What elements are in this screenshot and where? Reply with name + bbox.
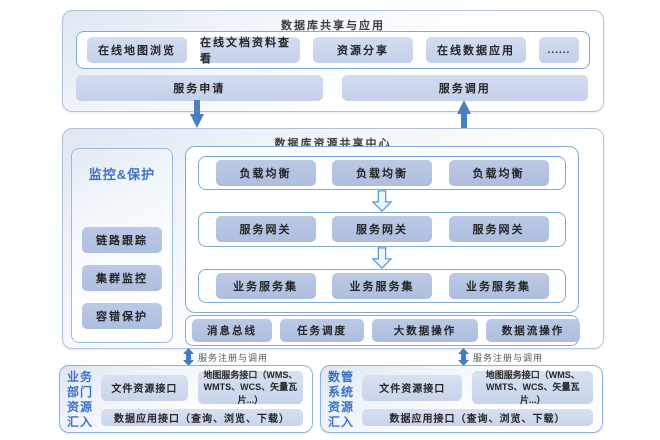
map-api-pill: 地图服务接口（WMS、WMTS、WCS、矢量瓦片...） bbox=[472, 370, 593, 405]
service-set-pill: 业务服务集 bbox=[448, 272, 549, 299]
app-items-container: 在线地图浏览 在线文档资料查看 资源分享 在线数据应用 ...... bbox=[76, 31, 590, 69]
bus-item-message-bus: 消息总线 bbox=[192, 319, 272, 342]
business-dept-apis: 文件资源接口 地图服务接口（WMS、WMTS、WCS、矢量瓦片...） 数据应用… bbox=[97, 366, 312, 432]
service-stack-panel: 负载均衡 负载均衡 负载均衡 服务网关 服务网关 服务网关 业务服务集 bbox=[185, 146, 579, 313]
monitor-item-fault: 容错保护 bbox=[82, 303, 162, 329]
file-api-pill: 文件资源接口 bbox=[362, 374, 463, 401]
bus-item-task-schedule: 任务调度 bbox=[280, 319, 364, 342]
bus-item-bigdata-ops: 大数据操作 bbox=[372, 319, 478, 342]
data-api-pill: 数据应用接口（查询、浏览、下载） bbox=[101, 409, 303, 426]
up-arrow-icon bbox=[457, 100, 471, 128]
stack-flow-2 bbox=[198, 246, 566, 269]
load-balancer-pill: 负载均衡 bbox=[448, 160, 549, 187]
app-layer-box: 数据库共享与应用 在线地图浏览 在线文档资料查看 资源分享 在线数据应用 ...… bbox=[62, 10, 604, 112]
data-mgmt-apis: 文件资源接口 地图服务接口（WMS、WMTS、WCS、矢量瓦片...） 数据应用… bbox=[358, 366, 602, 432]
map-api-pill: 地图服务接口（WMS、WMTS、WCS、矢量瓦片...） bbox=[197, 370, 303, 405]
down-arrow-icon bbox=[190, 100, 204, 128]
service-invoke-bar: 服务调用 bbox=[341, 75, 588, 101]
gateway-pill: 服务网关 bbox=[215, 216, 316, 243]
file-api-pill: 文件资源接口 bbox=[101, 374, 188, 401]
gateway-pill: 服务网关 bbox=[448, 216, 549, 243]
hollow-down-arrow-icon bbox=[371, 190, 393, 213]
bus-row: 消息总线 任务调度 大数据操作 数据流操作 bbox=[185, 315, 580, 346]
monitor-protect-title: 监控&保护 bbox=[88, 167, 156, 182]
stack-flow-1 bbox=[198, 190, 566, 213]
data-api-pill: 数据应用接口（查询、浏览、下载） bbox=[362, 409, 593, 426]
bus-item-dataflow-ops: 数据流操作 bbox=[486, 319, 580, 342]
monitor-item-cluster: 集群监控 bbox=[82, 265, 162, 291]
bridge-label-right: 服务注册与调用 bbox=[473, 353, 544, 363]
data-mgmt-label: 数管系统资源汇入 bbox=[328, 370, 355, 429]
bridge-label-left: 服务注册与调用 bbox=[198, 353, 269, 363]
monitor-items: 链路跟踪 集群监控 容错保护 bbox=[72, 227, 172, 329]
hollow-down-arrow-icon bbox=[371, 246, 393, 269]
monitor-protect-panel: 监控&保护 链路跟踪 集群监控 容错保护 bbox=[71, 148, 173, 343]
load-balancer-pill: 负载均衡 bbox=[215, 160, 316, 187]
monitor-item-link-trace: 链路跟踪 bbox=[82, 227, 162, 253]
gateway-pill: 服务网关 bbox=[332, 216, 432, 243]
app-item-more: ...... bbox=[539, 37, 579, 63]
service-set-row: 业务服务集 业务服务集 业务服务集 bbox=[198, 268, 566, 303]
load-balancer-row: 负载均衡 负载均衡 负载均衡 bbox=[198, 156, 566, 191]
app-item-doc-view: 在线文档资料查看 bbox=[200, 37, 300, 65]
service-set-pill: 业务服务集 bbox=[215, 272, 316, 299]
service-bars: 服务申请 服务调用 bbox=[76, 75, 588, 101]
app-item-online-data: 在线数据应用 bbox=[426, 37, 526, 63]
service-request-bar: 服务申请 bbox=[76, 75, 323, 101]
app-item-online-map: 在线地图浏览 bbox=[87, 37, 187, 63]
load-balancer-pill: 负载均衡 bbox=[332, 160, 432, 187]
business-dept-label: 业务部门资源汇入 bbox=[67, 370, 94, 429]
double-vertical-arrow-icon bbox=[458, 348, 469, 366]
service-set-pill: 业务服务集 bbox=[332, 272, 432, 299]
gateway-row: 服务网关 服务网关 服务网关 bbox=[198, 212, 566, 247]
double-vertical-arrow-icon bbox=[183, 348, 194, 366]
share-center-box: 数据库资源共享中心 监控&保护 链路跟踪 集群监控 容错保护 负载均衡 负载均衡… bbox=[62, 128, 604, 349]
data-mgmt-box: 数管系统资源汇入 文件资源接口 地图服务接口（WMS、WMTS、WCS、矢量瓦片… bbox=[320, 365, 603, 433]
app-item-resource-share: 资源分享 bbox=[313, 37, 413, 63]
app-layer-title: 数据库共享与应用 bbox=[281, 20, 385, 32]
business-dept-box: 业务部门资源汇入 文件资源接口 地图服务接口（WMS、WMTS、WCS、矢量瓦片… bbox=[59, 365, 313, 433]
